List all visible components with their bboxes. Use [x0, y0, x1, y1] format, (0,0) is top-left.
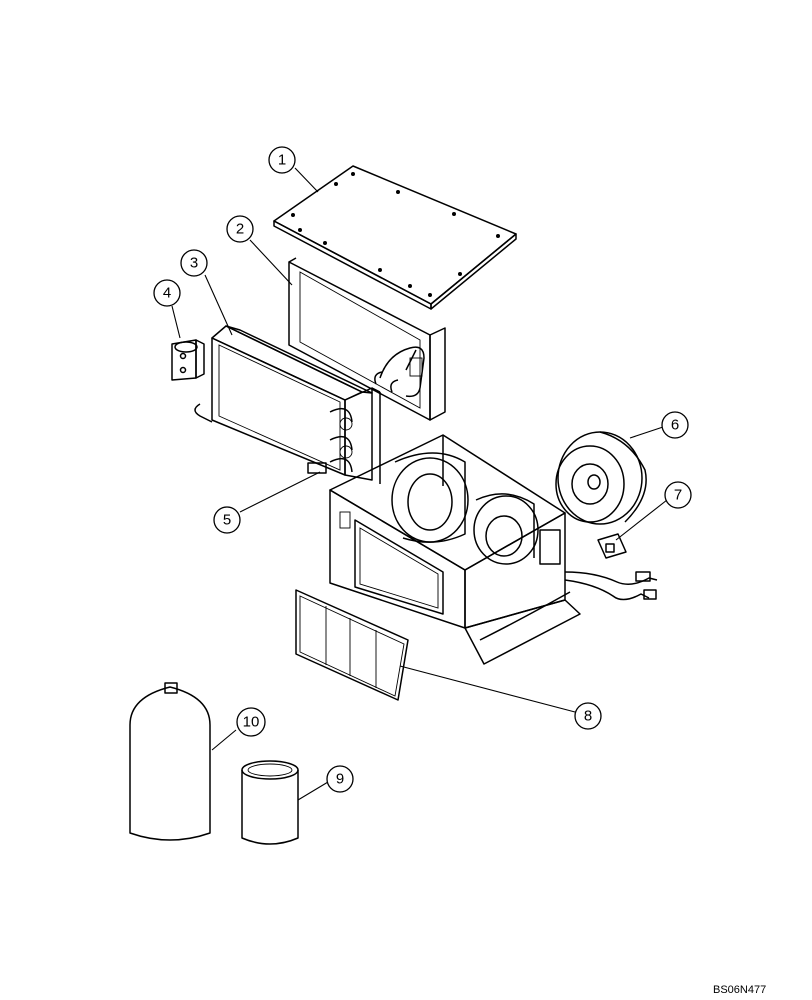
heater-core	[194, 325, 381, 484]
callout-10: 10	[236, 707, 266, 737]
leader-lines	[171, 167, 668, 801]
callout-5: 5	[213, 506, 241, 534]
callout-1: 1	[268, 146, 296, 174]
callout-2: 2	[226, 215, 254, 243]
air-filter-grille	[295, 589, 409, 701]
callout-3: 3	[180, 249, 208, 277]
callout-label: 3	[190, 255, 198, 272]
callout-label: 6	[671, 417, 679, 434]
callout-label: 1	[278, 152, 286, 169]
filter-cartridge	[241, 760, 299, 845]
receiver-drier-tank	[129, 682, 211, 841]
callout-label: 5	[223, 512, 231, 529]
blower-housing	[329, 434, 658, 665]
blower-resistor	[597, 533, 627, 559]
callout-label: 7	[674, 487, 682, 504]
mounting-bracket	[171, 339, 205, 381]
callout-9: 9	[326, 765, 354, 793]
evaporator-core	[288, 257, 446, 421]
callout-4: 4	[153, 279, 181, 307]
callout-label: 4	[163, 285, 171, 302]
callout-7: 7	[664, 481, 692, 509]
callout-label: 10	[243, 714, 260, 731]
top-cover-panel	[273, 165, 517, 310]
callout-label: 2	[236, 221, 244, 238]
callout-label: 9	[336, 771, 344, 788]
callout-6: 6	[661, 411, 689, 439]
callout-8: 8	[574, 702, 602, 730]
drawing-reference-id: BS06N477	[713, 984, 767, 996]
callout-label: 8	[584, 708, 592, 725]
blower-wheel	[555, 431, 647, 525]
